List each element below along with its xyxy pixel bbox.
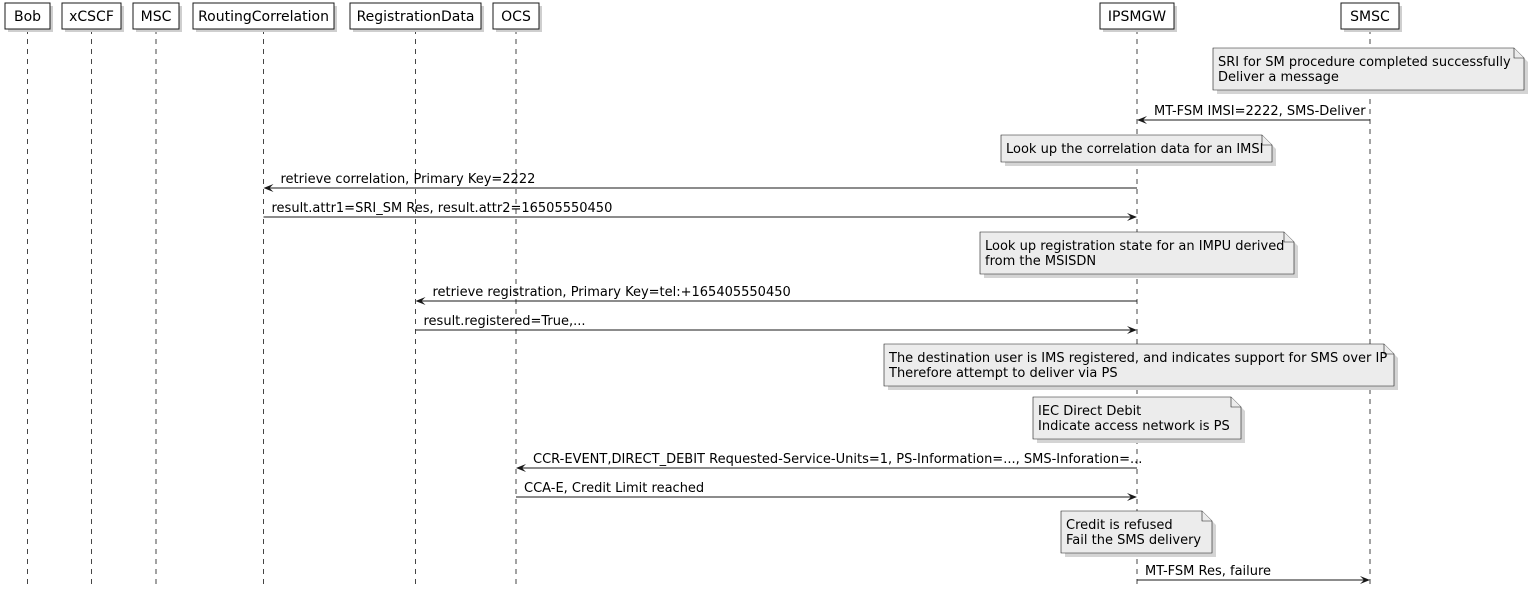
participant-label: RoutingCorrelation [198, 9, 329, 25]
note-fold [1261, 135, 1272, 146]
participant-bob: Bob [4, 2, 53, 32]
note-body [979, 231, 1295, 275]
participant-msc: MSC [132, 2, 182, 32]
note-body [1212, 47, 1525, 91]
note-line: Deliver a message [1218, 70, 1339, 85]
note-line: Look up registration state for an IMPU d… [985, 239, 1284, 254]
note: Look up registration state for an IMPU d… [979, 231, 1298, 278]
participant-box [4, 2, 51, 30]
note-line: Look up the correlation data for an IMSI [1006, 142, 1263, 157]
note-line: Therefore attempt to deliver via PS [888, 366, 1118, 381]
note-fold [1283, 232, 1294, 243]
arrowhead [516, 464, 526, 472]
participant-regdata: RegistrationData [349, 2, 484, 32]
message-label: retrieve correlation, Primary Key=2222 [281, 172, 536, 187]
note-body [883, 343, 1395, 387]
note-body [1000, 134, 1273, 163]
participant-ipsmgw: IPSMGW [1099, 2, 1177, 32]
note-fold [1383, 344, 1394, 355]
note-line: The destination user is IMS registered, … [888, 351, 1387, 366]
note-line: Credit is refused [1066, 518, 1173, 533]
message-label: result.registered=True,... [424, 314, 586, 329]
participant-box [192, 2, 335, 30]
message-ipsmgw-to-ocs: CCR-EVENT,DIRECT_DEBIT Requested-Service… [516, 452, 1142, 472]
message-ipsmgw-to-smsc: MT-FSM Res, failure [1137, 564, 1370, 584]
participant-box [349, 2, 482, 30]
arrowhead [415, 297, 426, 305]
note: SRI for SM procedure completed successfu… [1212, 47, 1528, 94]
note-line: Fail the SMS delivery [1066, 533, 1201, 548]
participant-label: RegistrationData [357, 9, 475, 25]
note-line: SRI for SM procedure completed successfu… [1218, 55, 1511, 70]
arrowhead [1127, 493, 1137, 501]
participant-label: IPSMGW [1108, 9, 1166, 25]
participant-routing: RoutingCorrelation [192, 2, 337, 32]
participant-box [132, 2, 180, 30]
participant-label: OCS [501, 9, 531, 25]
participant-label: xCSCF [69, 9, 114, 25]
note-body [1060, 510, 1213, 554]
participant-xcscf: xCSCF [61, 2, 124, 32]
note-fold [1230, 397, 1241, 408]
note-fold [1513, 48, 1524, 59]
participant-label: Bob [14, 9, 41, 25]
participant-box [1340, 2, 1400, 30]
participant-ocs: OCS [492, 2, 542, 32]
arrowhead [1127, 326, 1137, 334]
participant-box [492, 2, 540, 30]
message-label: MT-FSM Res, failure [1145, 564, 1271, 579]
message-label: MT-FSM IMSI=2222, SMS-Deliver [1154, 104, 1366, 119]
message-routing-to-ipsmgw: result.attr1=SRI_SM Res, result.attr2=16… [263, 201, 1137, 221]
participant-box [61, 2, 122, 30]
message-ocs-to-ipsmgw: CCA-E, Credit Limit reached [516, 481, 1137, 501]
message-regdata-to-ipsmgw: result.registered=True,... [415, 314, 1137, 334]
message-label: result.attr1=SRI_SM Res, result.attr2=16… [272, 201, 613, 216]
arrowhead [1137, 116, 1147, 124]
participant-label: MSC [141, 9, 172, 25]
participant-label: SMSC [1350, 9, 1390, 25]
message-smsc-to-ipsmgw: MT-FSM IMSI=2222, SMS-Deliver [1137, 104, 1370, 124]
arrowhead [1127, 213, 1137, 221]
participant-smsc: SMSC [1340, 2, 1402, 32]
message-label: CCR-EVENT,DIRECT_DEBIT Requested-Service… [533, 452, 1142, 467]
note: Look up the correlation data for an IMSI [1000, 134, 1276, 166]
note-line: IEC Direct Debit [1038, 404, 1141, 419]
note-fold [1201, 511, 1212, 522]
note-line: Indicate access network is PS [1038, 419, 1230, 434]
message-label: CCA-E, Credit Limit reached [524, 481, 704, 496]
note-line: from the MSISDN [985, 254, 1096, 269]
message-ipsmgw-to-routing: retrieve correlation, Primary Key=2222 [263, 172, 1137, 192]
note: The destination user is IMS registered, … [883, 343, 1398, 390]
arrowhead [263, 184, 274, 192]
message-label: retrieve registration, Primary Key=tel:+… [433, 285, 791, 300]
arrowhead [1360, 576, 1370, 584]
note-body [1032, 396, 1242, 440]
message-ipsmgw-to-regdata: retrieve registration, Primary Key=tel:+… [415, 285, 1137, 305]
participant-box [1099, 2, 1175, 30]
